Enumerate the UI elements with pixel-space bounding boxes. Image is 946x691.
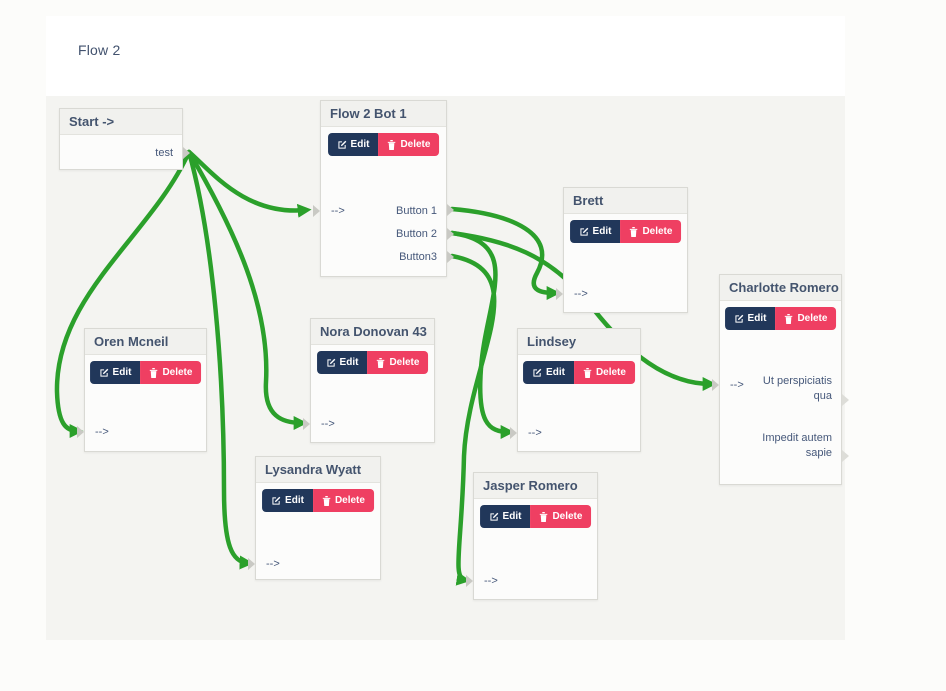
- trash-icon: [785, 313, 793, 324]
- delete-button-label: Delete: [400, 139, 431, 150]
- node-lysandra-wyatt[interactable]: Lysandra Wyatt Edit Delete -->: [248, 456, 381, 580]
- edit-button-label: Edit: [502, 511, 522, 522]
- input-port[interactable]: [510, 427, 517, 439]
- node-brett-title[interactable]: Brett: [564, 188, 687, 214]
- edit-button[interactable]: Edit: [262, 489, 313, 512]
- delete-button[interactable]: Delete: [378, 133, 440, 156]
- delete-button[interactable]: Delete: [775, 307, 837, 330]
- node-start-title[interactable]: Start ->: [60, 109, 182, 135]
- edit-icon: [326, 358, 335, 367]
- input-port[interactable]: [466, 575, 473, 587]
- trash-icon: [630, 226, 638, 237]
- input-port[interactable]: [77, 426, 84, 438]
- edit-button-label: Edit: [285, 495, 304, 506]
- output-port-button3[interactable]: [447, 251, 454, 263]
- delete-button[interactable]: Delete: [312, 489, 374, 512]
- node-oren-mcneil-title[interactable]: Oren Mcneil: [85, 329, 206, 355]
- node-jasper-romero-title[interactable]: Jasper Romero: [474, 473, 597, 499]
- node-nora-donovan-43-title[interactable]: Nora Donovan 43: [311, 319, 434, 345]
- delete-button[interactable]: Delete: [140, 361, 202, 384]
- input-port[interactable]: [313, 205, 320, 217]
- edit-icon: [734, 314, 743, 323]
- port-label-test: test: [155, 147, 173, 159]
- edit-button[interactable]: Edit: [569, 220, 621, 243]
- output-port-impedit-autem-sapie[interactable]: [842, 450, 849, 462]
- input-port[interactable]: [556, 288, 563, 300]
- trash-icon: [377, 357, 385, 368]
- trash-icon: [150, 367, 158, 378]
- node-charlotte-romero[interactable]: Charlotte Romero Edit Delete --> Ut pers…: [712, 274, 849, 485]
- node-lindsey-title[interactable]: Lindsey: [518, 329, 640, 355]
- input-port-label: -->: [266, 558, 280, 570]
- delete-button-label: Delete: [797, 313, 828, 324]
- edit-icon: [272, 496, 281, 505]
- delete-button-label: Delete: [552, 511, 583, 522]
- input-port[interactable]: [248, 558, 255, 570]
- edit-button-label: Edit: [592, 226, 612, 237]
- edit-button[interactable]: Edit: [724, 307, 776, 330]
- edit-button[interactable]: Edit: [89, 361, 141, 384]
- edit-button-label: Edit: [339, 357, 359, 368]
- input-port-label: -->: [730, 379, 744, 391]
- input-port-label: -->: [574, 288, 588, 300]
- edit-icon: [489, 512, 498, 521]
- port-label-button3: Button3: [399, 251, 437, 263]
- delete-button-label: Delete: [595, 367, 626, 378]
- node-charlotte-romero-title[interactable]: Charlotte Romero: [720, 275, 841, 301]
- node-oren-mcneil[interactable]: Oren Mcneil Edit Delete -->: [77, 328, 207, 452]
- edit-icon: [579, 227, 588, 236]
- node-flow-2-bot-1-title[interactable]: Flow 2 Bot 1: [321, 101, 446, 127]
- output-port-button-1[interactable]: [447, 204, 454, 216]
- input-port-label: -->: [331, 205, 345, 217]
- delete-button[interactable]: Delete: [530, 505, 592, 528]
- delete-button-label: Delete: [162, 367, 193, 378]
- flow-card-header: Flow 2: [46, 16, 845, 96]
- trash-icon: [583, 367, 592, 378]
- node-brett[interactable]: Brett Edit Delete -->: [556, 187, 688, 313]
- edit-button[interactable]: Edit: [523, 361, 574, 384]
- node-lysandra-wyatt-title[interactable]: Lysandra Wyatt: [256, 457, 380, 483]
- input-port-label: -->: [484, 575, 498, 587]
- delete-button-label: Delete: [642, 226, 673, 237]
- output-port-button-2[interactable]: [447, 228, 454, 240]
- edit-icon: [533, 368, 542, 377]
- edit-button[interactable]: Edit: [479, 505, 531, 528]
- trash-icon: [322, 495, 331, 506]
- edit-button-label: Edit: [350, 139, 370, 150]
- delete-button[interactable]: Delete: [573, 361, 635, 384]
- edit-icon: [337, 140, 346, 149]
- port-label-button-2: Button 2: [396, 228, 437, 240]
- input-port[interactable]: [712, 379, 719, 391]
- port-label-ut-perspiciatis-qua: Ut perspiciatis qua: [762, 375, 832, 402]
- edit-button[interactable]: Edit: [327, 133, 379, 156]
- node-jasper-romero[interactable]: Jasper Romero Edit Delete -->: [466, 472, 598, 600]
- output-port-test[interactable]: [183, 147, 190, 159]
- port-label-impedit-autem-sapie: Impedit autem sapie: [762, 432, 832, 459]
- port-label-button-1: Button 1: [396, 205, 437, 217]
- input-port[interactable]: [303, 418, 310, 430]
- input-port-label: -->: [95, 426, 109, 438]
- input-port-label: -->: [321, 418, 335, 430]
- delete-button-label: Delete: [389, 357, 420, 368]
- node-start[interactable]: Start -> test: [59, 108, 190, 170]
- delete-button[interactable]: Delete: [620, 220, 682, 243]
- delete-button-label: Delete: [334, 495, 365, 506]
- edit-button[interactable]: Edit: [316, 351, 368, 374]
- output-port-ut-perspiciatis-qua[interactable]: [842, 394, 849, 406]
- node-lindsey[interactable]: Lindsey Edit Delete -->: [510, 328, 641, 452]
- delete-button[interactable]: Delete: [367, 351, 429, 374]
- node-nora-donovan-43[interactable]: Nora Donovan 43 Edit Delete -->: [303, 318, 435, 443]
- input-port-label: -->: [528, 427, 542, 439]
- edit-icon: [99, 368, 108, 377]
- edit-button-label: Edit: [747, 313, 767, 324]
- flow-title: Flow 2: [78, 42, 121, 58]
- trash-icon: [388, 139, 396, 150]
- edit-button-label: Edit: [112, 367, 132, 378]
- node-flow-2-bot-1[interactable]: Flow 2 Bot 1 Edit Delete --> Button 1 Bu…: [313, 100, 454, 277]
- trash-icon: [540, 511, 548, 522]
- edit-button-label: Edit: [546, 367, 565, 378]
